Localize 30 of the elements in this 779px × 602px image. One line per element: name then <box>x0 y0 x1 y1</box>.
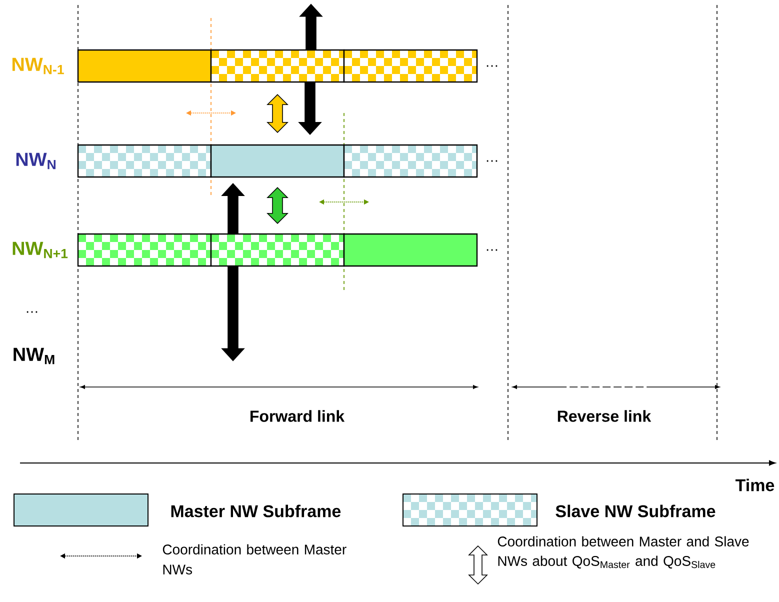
legend-text: Master NW Subframe <box>171 504 341 518</box>
row-label: NW$_{N+1}$ <box>12 242 68 258</box>
link-label: Reverse link <box>558 410 652 422</box>
ellipsis: … <box>486 160 498 162</box>
block-arrow <box>266 187 288 224</box>
legend-text: Coordination between Master and Slave NWs about QoS$_{Master}$ and QoS$_{Slave}$ <box>498 536 749 568</box>
link-label: Forward link <box>250 410 345 422</box>
block-arrow <box>221 183 245 234</box>
subframe-box <box>77 49 212 83</box>
subframe-box <box>77 144 212 178</box>
block-arrow <box>266 94 288 133</box>
row-label: NW$_{N-1}$ <box>12 58 64 74</box>
subframe-box <box>210 233 345 267</box>
legend-text: Slave NW Subframe <box>556 504 716 518</box>
subframe-box <box>343 49 478 83</box>
subframe-box <box>210 144 345 178</box>
axis-label: Time <box>736 478 774 492</box>
ellipsis: … <box>486 65 498 67</box>
subframe-box <box>210 49 345 83</box>
subframe-box <box>343 233 478 267</box>
ellipsis: … <box>26 311 38 313</box>
block-arrow <box>299 4 323 50</box>
legend-text: Coordination between Master NWs <box>162 544 346 574</box>
block-arrow <box>221 266 245 362</box>
row-label: NW$_{N}$ <box>16 152 56 170</box>
block-arrow <box>298 82 322 135</box>
ellipsis: … <box>486 249 498 251</box>
subframe-box <box>343 144 478 178</box>
row-label: NW$_{M}$ <box>14 348 54 364</box>
subframe-box <box>77 233 212 267</box>
